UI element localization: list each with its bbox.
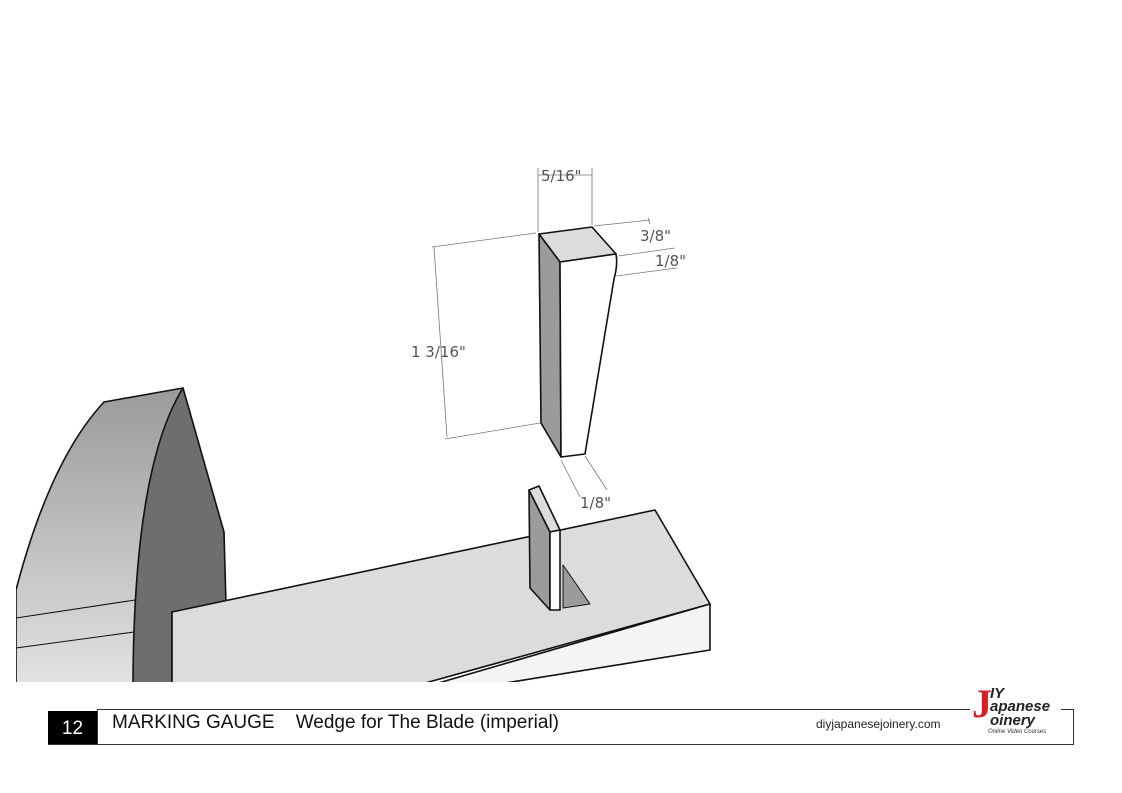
footer-divider — [97, 709, 98, 745]
page-title: MARKING GAUGE Wedge for The Blade (imper… — [112, 712, 560, 733]
logo-mark: J — [972, 681, 992, 726]
wedge-side-face — [538, 233, 562, 458]
dim-width-top: 5/16" — [541, 167, 582, 185]
beam-front-face — [439, 603, 711, 682]
dim-tip: 1/8" — [580, 494, 611, 512]
logo-line1: IY — [990, 685, 1005, 702]
footer-right-rule — [1073, 709, 1074, 745]
logo-tagline: Online Video Courses — [988, 729, 1047, 735]
wedge-front-face — [559, 253, 618, 458]
logo-line2: apanese — [990, 698, 1051, 715]
footer-bottom-rule — [48, 744, 1073, 745]
dim-height: 1 3/16" — [411, 343, 466, 361]
dim-depth-top: 3/8" — [640, 227, 671, 245]
footer-top-rule — [97, 709, 1017, 710]
diy-japanese-joinery-logo: J IY apanese oinery Online Video Courses — [970, 684, 1060, 742]
page-footer — [48, 709, 1074, 745]
mortise-hole — [562, 564, 591, 609]
logo-line3: oinery — [990, 712, 1036, 729]
website-url: diyjapanesejoinery.com — [816, 717, 941, 731]
wedge-technical-drawing: 5/16" 3/8" 1/8" 1 3/16" 1/8" — [16, 167, 711, 682]
dim-taper-top: 1/8" — [655, 252, 686, 270]
beam-top-face — [171, 509, 711, 682]
gauge-arc-side — [132, 387, 227, 682]
footer-top-rule-right — [1061, 709, 1073, 710]
page-number: 12 — [48, 711, 97, 744]
